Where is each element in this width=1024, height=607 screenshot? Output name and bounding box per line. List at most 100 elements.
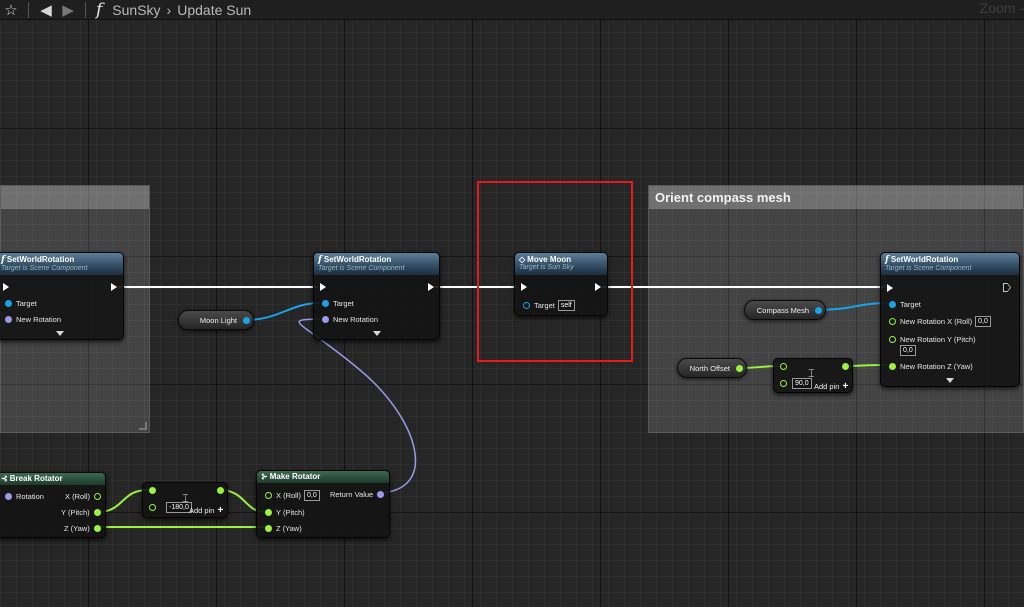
float-pin-icon[interactable]	[889, 363, 896, 370]
node-break-rotator[interactable]: ⊰Break Rotator Rotation X (Roll) Y (Pitc…	[0, 472, 106, 538]
float-pin-icon[interactable]	[736, 364, 743, 372]
exec-out-pin[interactable]	[428, 283, 434, 291]
back-arrow-icon[interactable]: ◀	[40, 1, 52, 19]
add-pin-button[interactable]: Add pin+	[189, 505, 223, 516]
pitch-value-field[interactable]: 0,0	[900, 345, 916, 356]
variable-compass-mesh[interactable]: Compass Mesh	[744, 300, 826, 320]
exec-out-pin[interactable]	[1003, 283, 1011, 292]
exec-out-pin[interactable]	[111, 283, 117, 291]
exec-in-pin[interactable]	[521, 283, 527, 291]
object-pin-icon[interactable]	[523, 302, 530, 309]
float-pin-icon[interactable]	[93, 509, 101, 516]
exec-out-pin[interactable]	[595, 283, 601, 291]
float-pin-icon[interactable]	[265, 509, 272, 516]
node-add-right[interactable]: 90,0 Add pin+ ⌶	[773, 358, 853, 393]
exec-pin-hollow-icon[interactable]	[1003, 283, 1011, 292]
pin-label: X (Roll)	[65, 492, 91, 501]
exec-pin-icon[interactable]	[111, 283, 117, 291]
float-pin-icon[interactable]	[149, 504, 156, 511]
exec-in-pin[interactable]	[320, 283, 326, 291]
float-pin-icon[interactable]	[842, 363, 849, 370]
expand-arrow-icon[interactable]	[56, 331, 64, 336]
node-add-left[interactable]: -180,0 Add pin+ ⌶	[142, 482, 228, 518]
roll-value-field[interactable]: 0,0	[975, 316, 991, 327]
toolbar-divider	[85, 1, 86, 18]
pin-row-pitch-out: Y (Pitch)	[61, 508, 105, 517]
float-pin-icon[interactable]	[889, 318, 896, 325]
pin-row-out	[838, 363, 853, 370]
exec-in-pin[interactable]	[887, 284, 893, 292]
add-pin-button[interactable]: Add pin+	[814, 381, 848, 392]
break-struct-icon: ⊰	[1, 474, 8, 483]
pin-label: New Rotation X (Roll)	[900, 317, 973, 326]
favorite-star-icon[interactable]: ☆	[4, 1, 18, 19]
roll-value-field[interactable]: 0,0	[304, 490, 320, 501]
node-title-text: SetWorldRotation	[6, 255, 75, 264]
pin-label: Y (Pitch)	[276, 508, 305, 517]
variable-north-offset[interactable]: North Offset	[677, 358, 747, 378]
exec-in-pin[interactable]	[3, 283, 9, 291]
exec-pin-icon[interactable]	[595, 283, 601, 291]
float-pin-icon[interactable]	[217, 487, 224, 494]
node-make-rotator[interactable]: ⊱Make Rotator X (Roll)0,0 Y (Pitch) Z (Y…	[256, 470, 390, 538]
breadcrumb-separator-icon: ›	[166, 1, 172, 18]
target-self-value[interactable]: self	[557, 300, 575, 311]
float-pin-icon[interactable]	[149, 487, 156, 494]
node-title-text: SetWorldRotation	[890, 255, 959, 264]
struct-pin-icon[interactable]	[5, 316, 12, 323]
comment-title-left[interactable]	[1, 186, 149, 209]
node-header: ◇Move Moon Target is Sun Sky	[515, 253, 607, 275]
exec-pin-icon[interactable]	[887, 284, 893, 292]
comment-resize-grip[interactable]	[139, 422, 147, 430]
add-value-field[interactable]: 90,0	[792, 378, 812, 389]
struct-pin-icon[interactable]	[5, 493, 12, 500]
float-pin-icon[interactable]	[780, 380, 787, 387]
forward-arrow-icon[interactable]: ▶	[62, 1, 74, 19]
variable-moon-light[interactable]: Moon Light	[178, 310, 254, 330]
variable-label: Moon Light	[199, 315, 237, 325]
exec-pin-icon[interactable]	[320, 283, 326, 291]
expand-arrow-icon[interactable]	[372, 331, 381, 336]
function-icon: f	[96, 0, 103, 20]
float-pin-icon[interactable]	[265, 492, 272, 499]
toolbar-divider	[28, 1, 29, 18]
add-pin-label: Add pin	[189, 506, 215, 515]
node-title: ◇Move Moon	[519, 255, 603, 264]
struct-wire-rotation	[298, 318, 417, 494]
object-pin-icon[interactable]	[815, 306, 822, 314]
struct-pin-icon[interactable]	[377, 491, 385, 498]
pin-row-a	[145, 487, 160, 494]
object-pin-icon[interactable]	[5, 300, 12, 307]
node-header: ⊱Make Rotator	[257, 471, 389, 483]
object-pin-icon[interactable]	[322, 300, 329, 307]
node-subtitle: Target is Sun Sky	[519, 264, 574, 271]
object-wire-compass-mesh	[817, 302, 887, 311]
node-subtitle: Target is Scene Component	[1, 265, 88, 272]
float-pin-icon[interactable]	[780, 363, 787, 370]
exec-pin-icon[interactable]	[3, 283, 9, 291]
pin-row-return-value: Return Value	[330, 490, 388, 499]
float-pin-icon[interactable]	[93, 525, 101, 532]
exec-pin-icon[interactable]	[521, 283, 527, 291]
breadcrumb-function[interactable]: Update Sun	[177, 1, 252, 18]
comment-title-orient-compass[interactable]: Orient compass mesh	[649, 186, 1023, 209]
breadcrumb-blueprint[interactable]: SunSky	[112, 1, 161, 18]
object-pin-icon[interactable]	[243, 316, 250, 324]
add-value-field[interactable]: -180,0	[166, 502, 192, 513]
pin-label: Y (Pitch)	[61, 508, 90, 517]
struct-pin-icon[interactable]	[322, 316, 329, 323]
expand-arrow-icon[interactable]	[946, 378, 954, 383]
pin-row-yaw: New Rotation Z (Yaw)	[885, 362, 973, 371]
exec-pin-icon[interactable]	[428, 283, 434, 291]
float-pin-icon[interactable]	[94, 493, 102, 500]
float-pin-icon[interactable]	[889, 336, 896, 343]
float-pin-icon[interactable]	[265, 525, 272, 532]
object-pin-icon[interactable]	[889, 301, 896, 308]
